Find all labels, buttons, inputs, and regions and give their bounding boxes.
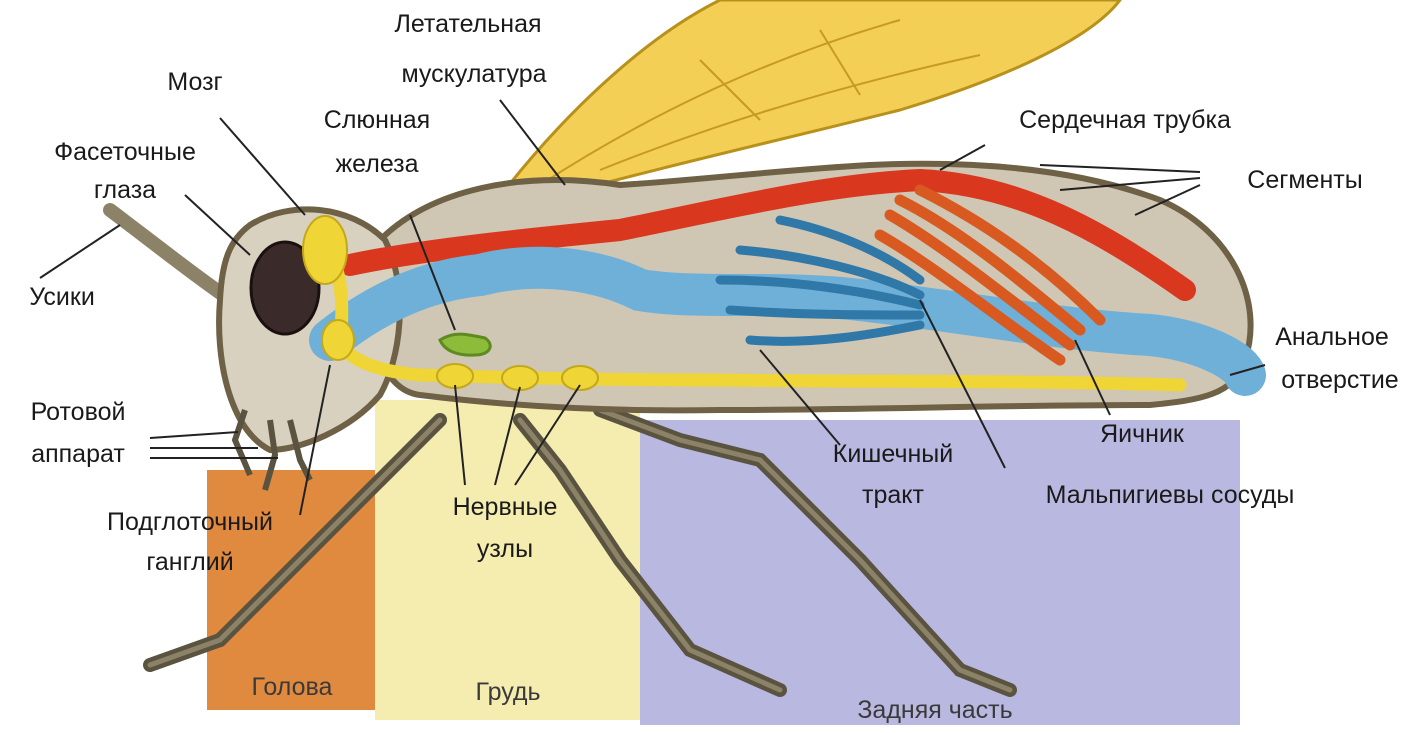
label-antennae: Усики [29,283,95,311]
label-subesophageal-ganglion: Подглоточный [107,508,273,536]
label-compound-eyes-2: глаза [94,176,156,204]
brain [303,216,347,284]
label-mouthparts-2: аппарат [31,440,125,468]
label-gut-2: тракт [862,481,924,509]
label-brain: Мозг [167,68,222,96]
label-nerve-nodes: Нервные [453,493,558,521]
label-nerve-nodes-2: узлы [477,535,533,563]
label-segments: Сегменты [1247,166,1362,194]
label-ovary: Яичник [1100,420,1185,448]
label-salivary-gland: Слюнная [324,106,430,134]
nerve-node-1 [437,364,473,388]
label-subesophageal-ganglion-2: ганглий [146,548,233,576]
label-heart-tube: Сердечная трубка [1019,106,1231,134]
subesophageal-ganglion [322,320,354,360]
region-label-abdomen: Задняя часть [857,696,1012,724]
label-flight-muscles: Летательная [394,10,541,38]
nerve-node-2 [502,366,538,390]
label-anus: Анальное [1275,323,1389,351]
region-label-head: Голова [252,673,333,701]
label-compound-eyes: Фасеточные [54,138,196,166]
label-anus-2: отверстие [1281,366,1398,394]
wing [505,0,1120,195]
label-flight-muscles-2: мускулатура [401,60,546,88]
label-salivary-gland-2: железа [335,150,418,178]
region-label-thorax: Грудь [475,678,540,706]
label-malpighian-tubules: Мальпигиевы сосуды [1046,481,1295,509]
label-mouthparts: Ротовой [31,398,126,426]
label-gut: Кишечный [833,440,953,468]
